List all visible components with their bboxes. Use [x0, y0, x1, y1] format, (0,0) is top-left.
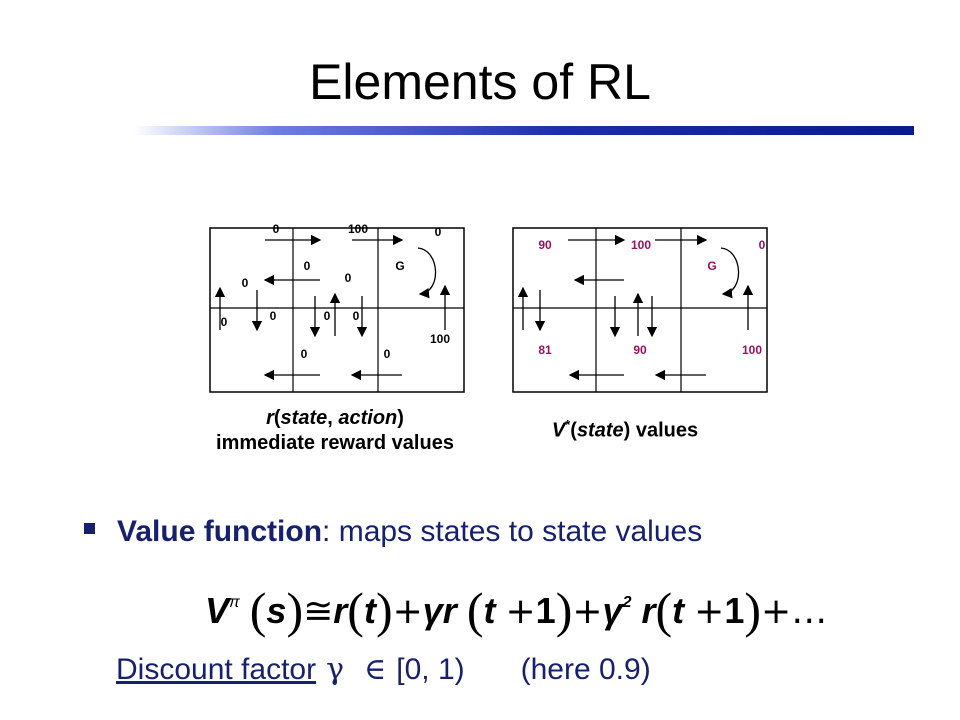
caption-r: r	[266, 407, 274, 429]
state-value: 90	[538, 238, 552, 252]
formula-gamma: γ	[602, 590, 623, 631]
goal-label: G	[707, 259, 716, 273]
caption-v-state: state	[576, 419, 624, 442]
caption-v: V	[551, 419, 566, 442]
bullet-term: Value function	[117, 515, 323, 548]
reward-caption-line2: immediate reward values	[216, 432, 454, 454]
state-value: 90	[633, 343, 647, 357]
reward-label: 100	[348, 222, 368, 236]
goal-loop-arrow-right	[720, 247, 740, 299]
reward-label: 0	[242, 276, 249, 290]
title-underline-bar	[134, 126, 914, 135]
formula-r: r	[641, 590, 656, 631]
formula-v: V	[205, 590, 230, 631]
state-value: 100	[631, 238, 651, 252]
element-of-symbol: ∈	[364, 652, 387, 687]
caption-action: action	[338, 407, 398, 429]
reward-label: 100	[430, 332, 450, 346]
goal-loop-arrow-left	[417, 247, 437, 299]
discount-factor-link[interactable]: Discount factor	[116, 653, 317, 686]
reward-grid: 0 100 0 G 0 0 0 0 0 0 0 100 0 0	[209, 222, 465, 393]
formula-plus: +	[392, 591, 423, 632]
reward-caption-line1: r(state, action)	[266, 407, 404, 429]
formula-one: 1	[535, 590, 556, 631]
goal-label: G	[395, 259, 404, 273]
discount-range: [0, 1)	[396, 653, 465, 686]
formula-t: t	[483, 590, 496, 631]
caption-star: *	[565, 417, 571, 432]
reward-label: 0	[384, 347, 391, 361]
reward-label: 0	[324, 309, 331, 323]
state-value: 0	[759, 238, 766, 252]
caption-values: values	[635, 419, 699, 442]
value-grid: 90 100 G 0 81 90 100	[512, 227, 768, 393]
formula-square: 2	[622, 594, 632, 611]
discount-note: (here 0.9)	[520, 653, 651, 686]
formula-gamma: γ	[422, 590, 443, 631]
state-value: 100	[742, 343, 762, 357]
reward-label: 0	[221, 315, 228, 329]
square-bullet-icon	[84, 523, 95, 534]
bullet-text: : maps states to state values	[322, 515, 703, 548]
state-value: 81	[538, 343, 552, 357]
value-grid-caption: V*(state) values	[551, 417, 699, 442]
value-function-bullet: Value function: maps states to state val…	[84, 512, 702, 552]
gamma-symbol: γ	[326, 652, 345, 687]
formula-r: r	[442, 590, 457, 631]
formula-t: t	[672, 590, 685, 631]
caption-state: state	[280, 407, 328, 429]
reward-label: 0	[345, 271, 352, 285]
reward-label: 0	[304, 259, 311, 273]
reward-label: 0	[301, 347, 308, 361]
value-function-formula: Vπ (s)≅r(t)+γr (t +1)+γ2 r(t +1)+…	[205, 582, 828, 638]
discount-factor-line: Discount factor γ ∈ [0, 1) (here 0.9)	[116, 650, 651, 690]
formula-pi: π	[229, 594, 240, 611]
slide-title: Elements of RL	[309, 54, 651, 110]
value-grid-border	[512, 227, 768, 393]
reward-label: 0	[270, 309, 277, 323]
formula-ellipsis: …	[791, 591, 828, 632]
formula-one: 1	[724, 590, 745, 631]
formula-r: r	[333, 590, 348, 631]
reward-label: 0	[273, 222, 280, 236]
reward-label: 0	[353, 309, 360, 323]
reward-grid-caption: r(state, action) immediate reward values	[170, 406, 500, 456]
formula-s: s	[266, 590, 287, 631]
formula-t: t	[363, 590, 376, 631]
reward-grid-border	[209, 227, 465, 393]
reward-label: 0	[435, 225, 442, 239]
formula-approx: ≅	[303, 591, 334, 632]
